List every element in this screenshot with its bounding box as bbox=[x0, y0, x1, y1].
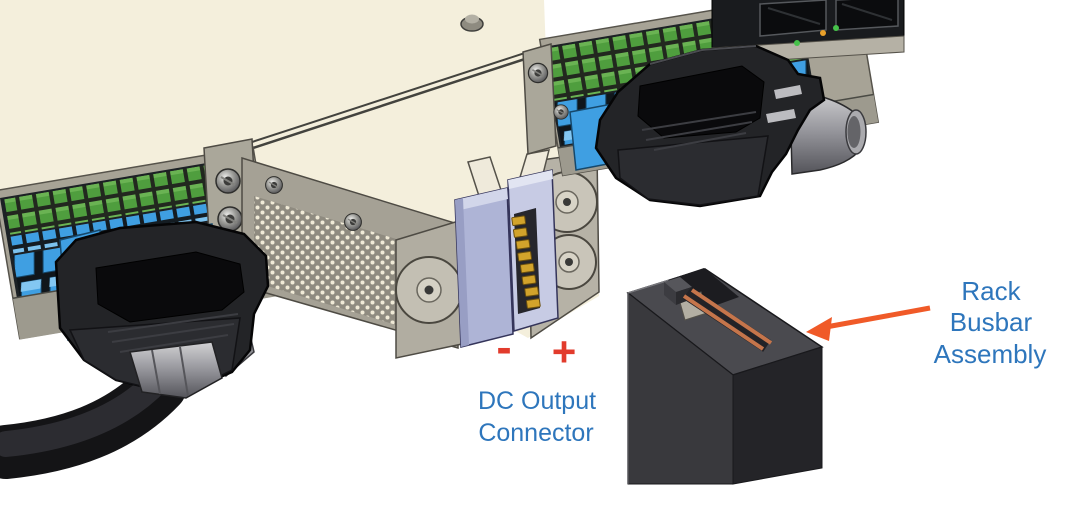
led-green bbox=[794, 40, 800, 46]
dc-output-connector-graphic bbox=[395, 149, 600, 359]
handle-opening bbox=[637, 65, 765, 139]
screw-icon bbox=[264, 175, 284, 195]
screw-icon bbox=[343, 212, 363, 232]
busbar-pointer-arrow-icon bbox=[806, 305, 931, 341]
rack-busbar-label: Rack Busbar Assembly bbox=[934, 276, 1047, 369]
polarity-minus-label: - bbox=[496, 321, 511, 373]
led-green bbox=[833, 25, 839, 31]
green-port-array bbox=[4, 157, 257, 235]
rack-busbar-graphic bbox=[626, 268, 824, 485]
left-cable-connector bbox=[0, 220, 270, 479]
annotations: - + DC Output Connector Rack Busbar Asse… bbox=[478, 276, 1046, 447]
led-amber bbox=[820, 30, 826, 36]
right-cable-connector bbox=[569, 44, 867, 208]
svg-text:Busbar: Busbar bbox=[950, 307, 1033, 337]
copper-strip bbox=[690, 288, 773, 345]
screw-icon bbox=[215, 168, 241, 194]
copper-strip bbox=[682, 294, 765, 351]
strain-relief bbox=[129, 341, 223, 399]
svg-text:Assembly: Assembly bbox=[934, 339, 1047, 369]
screw-icon bbox=[527, 62, 549, 84]
busbar-right-face bbox=[732, 346, 823, 485]
busbar-slot bbox=[668, 268, 739, 310]
handle-opening bbox=[95, 251, 245, 323]
svg-text:Connector: Connector bbox=[478, 419, 593, 447]
port-cage bbox=[759, 0, 827, 37]
chassis-illustration bbox=[0, 0, 905, 479]
contact-pins bbox=[511, 215, 541, 309]
screw-icon bbox=[553, 104, 569, 120]
polarity-plus-label: + bbox=[552, 328, 577, 375]
svg-text:DC Output: DC Output bbox=[478, 387, 596, 415]
panel-bracket-upper bbox=[522, 43, 569, 155]
dc-output-connector-label: DC Output Connector bbox=[478, 387, 596, 447]
svg-text:Rack: Rack bbox=[961, 276, 1021, 306]
